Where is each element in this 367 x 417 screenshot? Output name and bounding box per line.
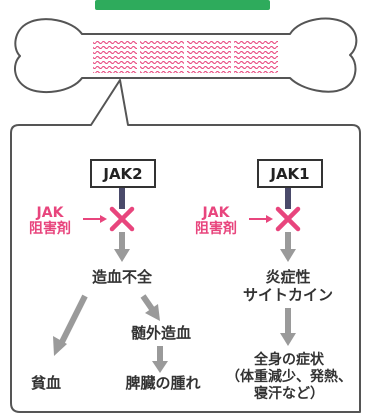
- inhibit-bar-left: [119, 187, 125, 209]
- effect-label-right: 炎症性 サイトカイン: [218, 268, 358, 304]
- outcome-label-right-line3: 寝汗など）: [254, 386, 324, 402]
- effect-label-left: 造血不全: [91, 268, 152, 286]
- block-x-left: [109, 206, 135, 232]
- inhibitor-label-right: JAK 阻害剤: [186, 205, 246, 237]
- arrow-to-anemia: [53, 294, 88, 356]
- inhibitor-label-left-line2: 阻害剤: [29, 221, 71, 237]
- marrow-block: [140, 39, 184, 73]
- kinase-box-right: JAK1: [257, 159, 323, 188]
- block-x-right: [275, 206, 301, 232]
- inhibitor-label-left-line1: JAK: [36, 205, 64, 221]
- inhibitor-label-right-line1: JAK: [202, 205, 230, 221]
- inhibitor-label-right-line2: 阻害剤: [195, 221, 237, 237]
- marrow-block: [93, 39, 137, 73]
- outcome-anemia: 貧血: [30, 374, 61, 392]
- arrow-to-spleen: [152, 346, 168, 373]
- sub-effect-label: 髄外造血: [130, 324, 191, 342]
- marrow-region: [93, 39, 278, 73]
- arrow-to-sub-effect: [140, 294, 160, 321]
- marrow-block: [187, 39, 231, 73]
- marrow-block: [234, 39, 278, 73]
- kinase-box-left: JAK2: [90, 159, 156, 188]
- effect-label-right-line1: 炎症性: [265, 268, 311, 286]
- arrow-to-outcome-right: [280, 308, 296, 346]
- outcome-label-right-line2: （体重減少、発熱、: [226, 369, 352, 385]
- arrow-inhibitor-right: [249, 215, 273, 223]
- arrow-to-effect-left: [114, 232, 130, 262]
- arrow-inhibitor-left: [83, 215, 107, 223]
- outcome-label-right-line1: 全身の症状: [254, 352, 324, 368]
- inhibitor-label-left: JAK 阻害剤: [20, 205, 80, 237]
- effect-label-right-line2: サイトカイン: [242, 286, 333, 304]
- outcome-label-right: 全身の症状 （体重減少、発熱、 寝汗など）: [218, 352, 360, 403]
- header-bar: [95, 0, 270, 10]
- bone: [14, 17, 358, 94]
- arrow-to-effect-right: [280, 232, 296, 262]
- outcome-spleen: 脾臓の腫れ: [125, 374, 201, 392]
- inhibit-bar-right: [285, 187, 291, 209]
